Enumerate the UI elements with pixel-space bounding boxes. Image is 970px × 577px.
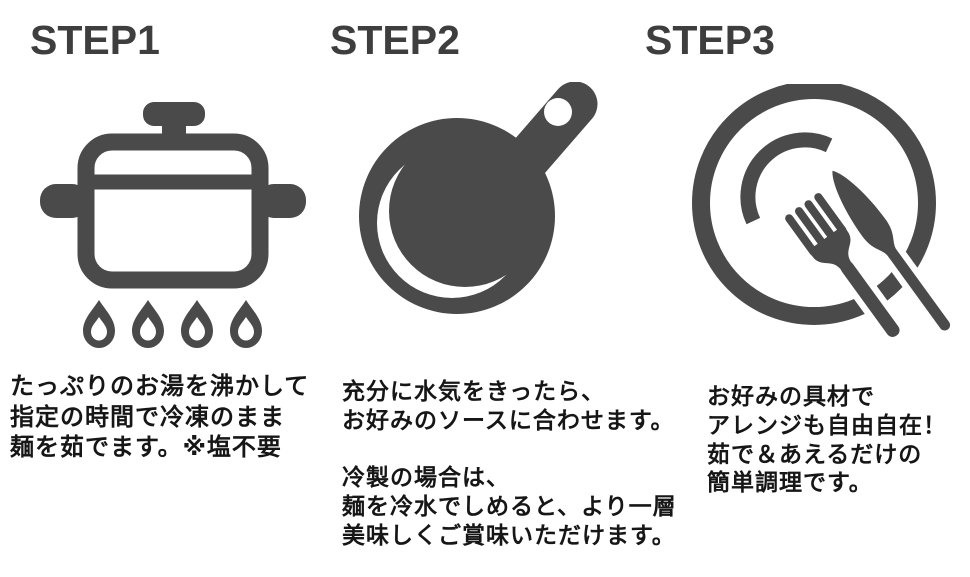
- step-2-heading: STEP2: [330, 17, 460, 63]
- step-1-heading: STEP1: [30, 17, 160, 63]
- step-2-description: 充分に水気をきったら、 お好みのソースに合わせます。 冷製の場合は、 麺を冷水で…: [342, 378, 677, 548]
- plate-with-fork-and-knife-icon: [692, 84, 958, 350]
- step-3-heading: STEP3: [645, 17, 775, 63]
- step-3-description: お好みの具材で アレンジも自由自在！ 茹で＆あえるだけの 簡単調理です。: [707, 383, 947, 496]
- pot-boiling-on-flames-icon: [40, 98, 306, 358]
- step-1-description: たっぷりのお湯を沸かして 指定の時間で冷凍のまま 麺を茹でます。※塩不要: [10, 373, 310, 461]
- frying-pan-icon: [345, 82, 620, 360]
